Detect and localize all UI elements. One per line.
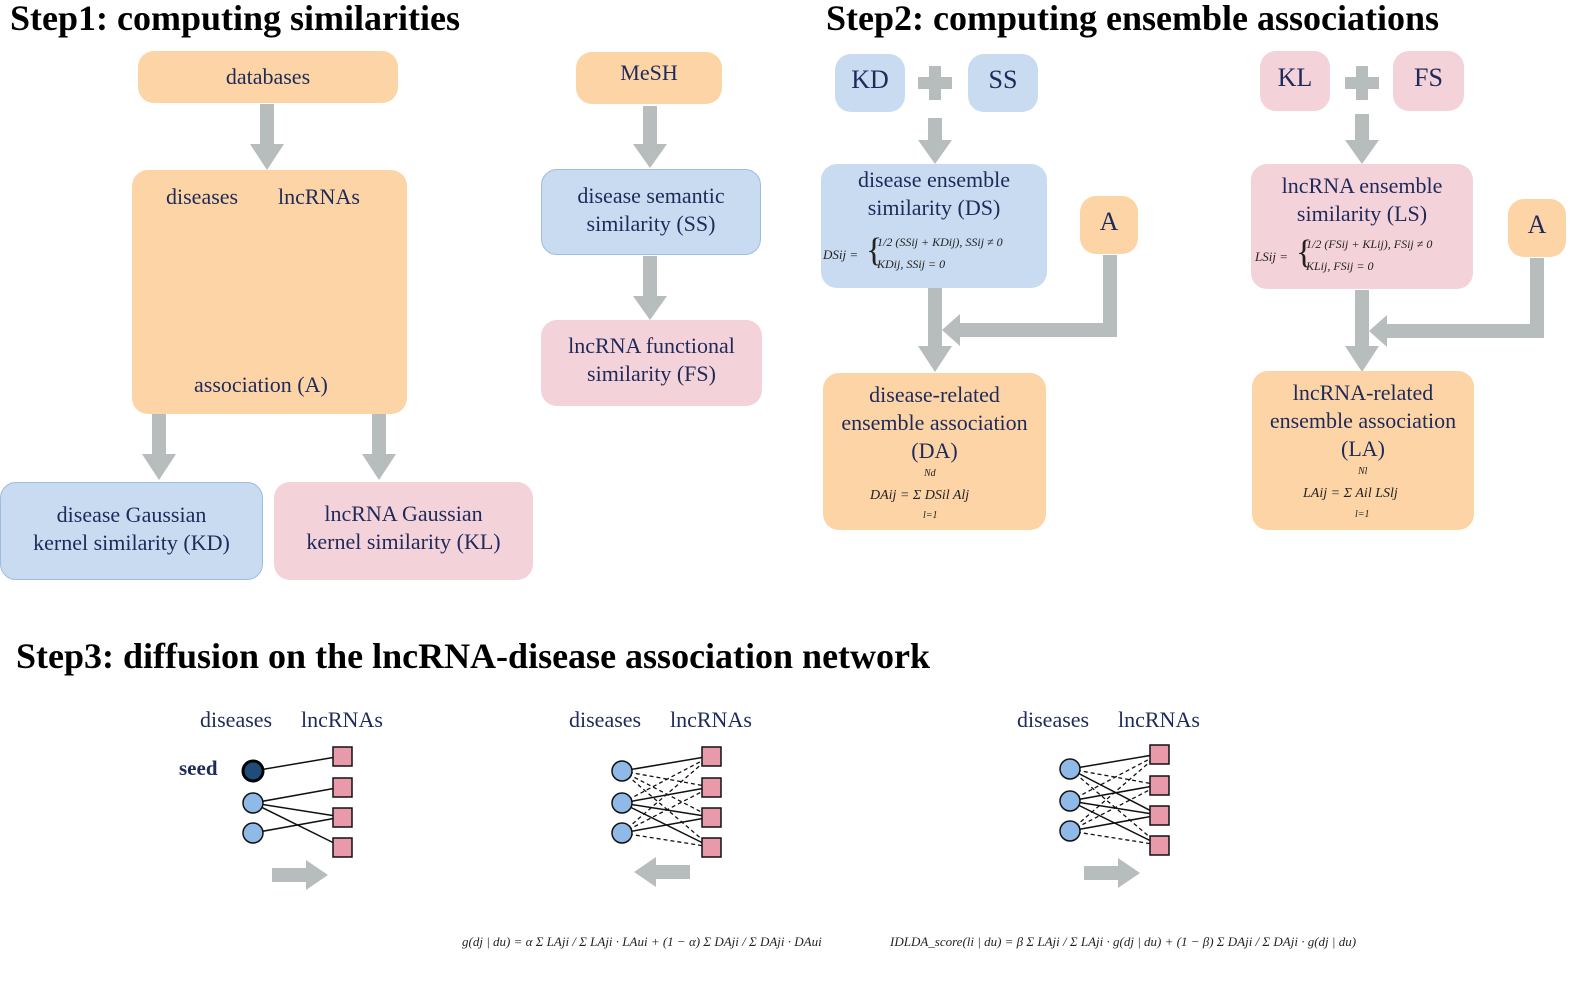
da-sum-top: Nd (924, 468, 936, 479)
ls-formula-row1: 1/2 (FSij + KLij), FSij ≠ 0 (1306, 237, 1433, 251)
la-box: lncRNA-related ensemble association (LA) (1252, 371, 1474, 530)
fs-small-box: FS (1393, 51, 1464, 111)
step3-lncrnas-label-1: lncRNAs (301, 707, 383, 732)
arrow-ds-to-da (918, 288, 952, 372)
arrow-databases-to-association (250, 104, 284, 170)
step3-diseases-label-2: diseases (569, 707, 642, 732)
fs-line2: similarity (FS) (587, 361, 716, 386)
ss-line2: similarity (SS) (586, 211, 716, 236)
arrow-mesh-to-ss (633, 106, 667, 168)
association-diseases-label: diseases (166, 184, 239, 209)
kl-line1: lncRNA Gaussian (324, 501, 483, 526)
mesh-label: MeSH (620, 60, 678, 85)
kl-small-label: KL (1277, 63, 1313, 92)
idlda-score-formula: IDLDA_score(li | du) = β Σ LAji / Σ LAji… (890, 934, 1357, 949)
step3-network-3 (1059, 744, 1170, 888)
plus-icon-kl-fs (1345, 66, 1379, 100)
arrow-association-to-kd (142, 414, 176, 480)
da-line1: disease-related (869, 382, 1000, 407)
ss-small-box: SS (968, 54, 1038, 112)
arrow-association-to-kl (362, 414, 396, 480)
kd-line1: disease Gaussian (56, 502, 207, 527)
step1-title: Step1: computing similarities (10, 0, 460, 38)
ss-small-label: SS (988, 65, 1018, 94)
la-formula: LAij = Σ Ail LSlj (1303, 486, 1398, 501)
arrow-kl-fs-to-ls (1345, 114, 1379, 164)
step3-diseases-label-1: diseases (200, 707, 273, 732)
fs-box: lncRNA functional similarity (FS) (541, 320, 762, 406)
da-sum-bottom: l=1 (923, 510, 938, 521)
step3-lncrnas-label-3: lncRNAs (1118, 707, 1200, 732)
arrow-kd-ss-to-ds (918, 118, 952, 164)
arrow-right-icon (272, 860, 328, 890)
step3-network-2 (611, 746, 722, 887)
ss-box: disease semantic similarity (SS) (541, 169, 761, 255)
ds-formula-row1: 1/2 (SSij + KDij), SSij ≠ 0 (877, 235, 1003, 249)
kd-small-box: KD (835, 54, 905, 112)
step3-network-1 (241, 746, 353, 890)
arrow-a-to-da (942, 255, 1117, 346)
kd-box: disease Gaussian kernel similarity (KD) (0, 482, 263, 580)
ls-box: lncRNA ensemble similarity (LS) (1251, 164, 1473, 289)
ss-line1: disease semantic (577, 183, 725, 208)
fs-small-label: FS (1414, 63, 1443, 92)
g-formula: g(dj | du) = α Σ LAji / Σ LAji · LAui + … (462, 934, 822, 949)
a-label-ds: A (1099, 207, 1119, 236)
ls-line1: lncRNA ensemble (1281, 173, 1443, 198)
a-label-ls: A (1527, 210, 1547, 239)
association-lncrnas-label: lncRNAs (278, 184, 360, 209)
la-line1: lncRNA-related (1292, 380, 1434, 405)
a-box-ds: A (1080, 196, 1138, 254)
step3-diseases-label-3: diseases (1017, 707, 1090, 732)
fs-line1: lncRNA functional (568, 333, 735, 358)
ds-line1: disease ensemble (857, 167, 1011, 192)
arrow-ss-to-fs (633, 256, 667, 320)
da-line2: ensemble association (841, 410, 1028, 435)
ls-line2: similarity (LS) (1296, 201, 1428, 226)
arrow-right-icon (1084, 858, 1140, 888)
step3-title: Step3: diffusion on the lncRNA-disease a… (16, 636, 931, 676)
step2-title: Step2: computing ensemble associations (826, 0, 1440, 38)
la-sum-top: Nl (1358, 466, 1368, 477)
arrow-ls-to-la (1345, 290, 1379, 372)
la-line2: ensemble association (1269, 408, 1457, 433)
kl-box: lncRNA Gaussian kernel similarity (KL) (274, 482, 533, 580)
ds-formula-brace: { (866, 232, 883, 269)
step3-lncrnas-label-2: lncRNAs (670, 707, 752, 732)
arrow-a-to-la (1369, 258, 1544, 347)
kd-line2: kernel similarity (KD) (33, 530, 230, 555)
ls-formula-lhs: LSij = (1255, 249, 1288, 264)
da-box: disease-related ensemble association (DA… (823, 373, 1046, 530)
ds-formula-lhs: DSij = (823, 247, 859, 262)
association-label: association (A) (194, 372, 328, 397)
a-box-ls: A (1508, 199, 1566, 257)
seed-node (241, 759, 265, 783)
kl-small-box: KL (1260, 51, 1330, 111)
ls-formula-row2: KLij, FSij = 0 (1306, 259, 1374, 273)
da-formula: DAij = Σ DSil Alj (870, 488, 970, 503)
ds-box: disease ensemble similarity (DS) (821, 164, 1047, 288)
databases-label: databases (225, 64, 311, 89)
databases-box: databases (138, 51, 398, 103)
mesh-box: MeSH (576, 52, 722, 104)
ls-formula-brace: { (1296, 234, 1313, 271)
ds-line2: similarity (DS) (867, 195, 1001, 220)
ds-formula-row2: KDij, SSij = 0 (877, 257, 946, 271)
seed-label: seed (179, 756, 218, 780)
plus-icon-kd-ss (918, 66, 952, 100)
arrow-left-icon (634, 857, 690, 887)
la-sum-bottom: l=1 (1355, 509, 1370, 520)
la-line3: (LA) (1341, 436, 1385, 461)
kl-line2: kernel similarity (KL) (306, 529, 501, 554)
association-box (132, 170, 407, 414)
kd-small-label: KD (851, 65, 889, 94)
da-line3: (DA) (911, 438, 958, 463)
